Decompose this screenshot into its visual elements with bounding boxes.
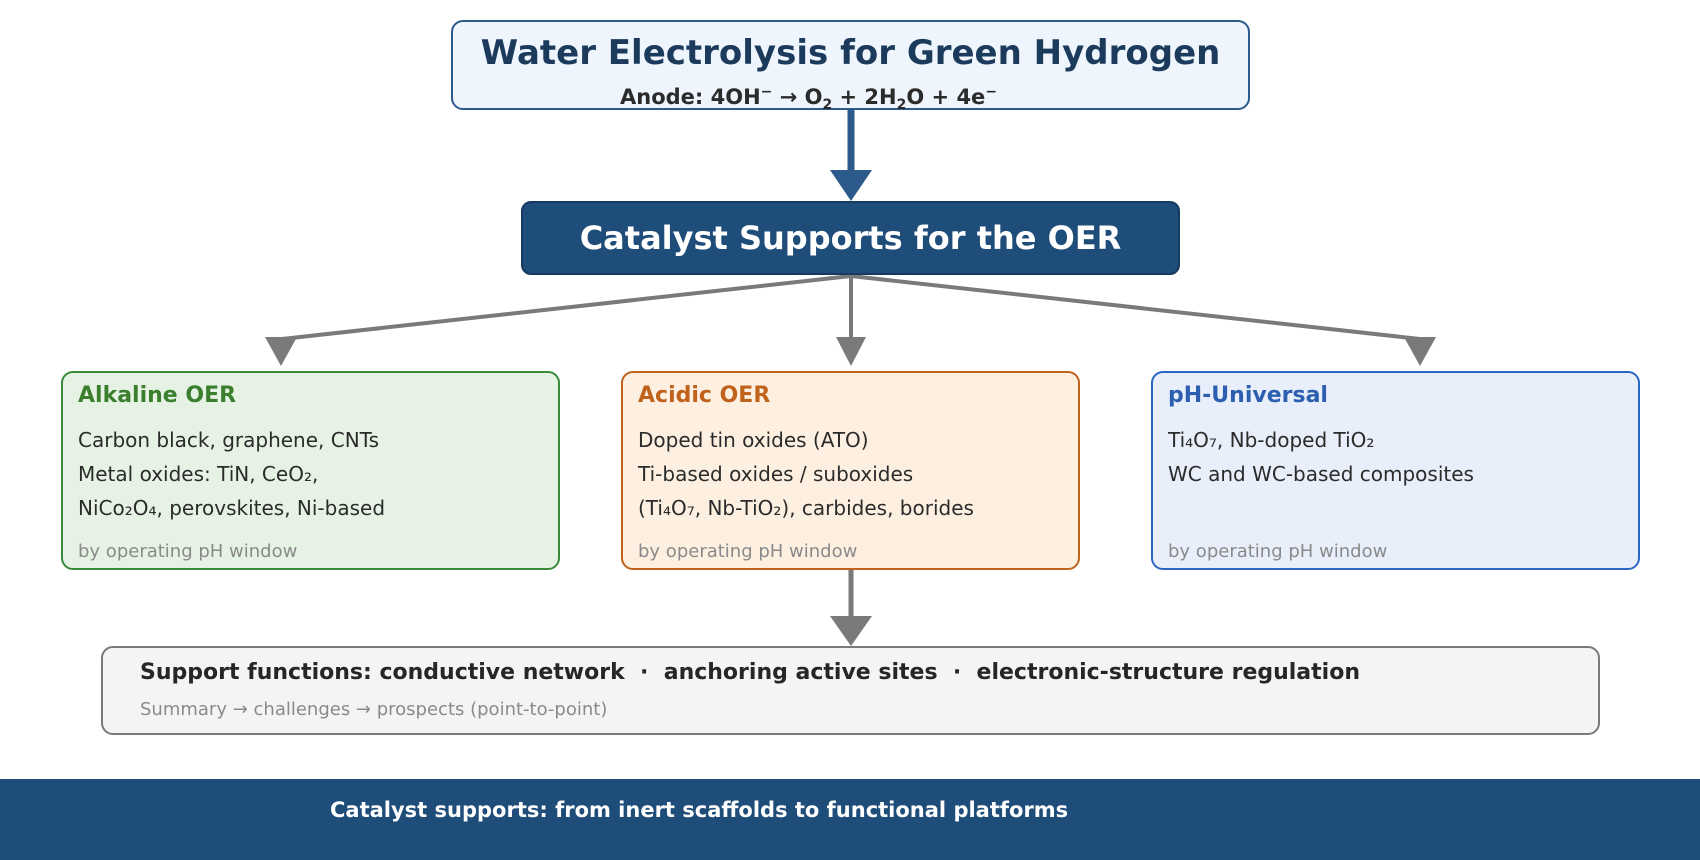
footer-text: Catalyst supports: from inert scaffolds …: [330, 798, 1069, 822]
category-ph-universal: [1151, 371, 1640, 570]
arrowhead-main: [830, 170, 872, 201]
footer-banner: [0, 779, 1700, 860]
category-line: WC and WC-based composites: [1168, 462, 1474, 486]
category-line: Ti-based oxides / suboxides: [638, 462, 914, 486]
category-footer: by operating pH window: [78, 541, 298, 562]
category-line: Doped tin oxides (ATO): [638, 428, 869, 452]
arrowhead-acidic: [836, 337, 866, 366]
category-line: Carbon black, graphene, CNTs: [78, 428, 380, 452]
arrowhead-functions: [830, 616, 872, 646]
top-box: [451, 20, 1250, 110]
arrowhead-alkaline: [265, 337, 297, 366]
support-functions-title: Support functions: conductive network · …: [140, 660, 1360, 685]
category-acidic: [621, 371, 1080, 570]
support-functions-box: [101, 646, 1600, 735]
catalyst-supports-box: Catalyst Supports for the OER: [521, 201, 1180, 275]
category-title: Acidic OER: [638, 383, 771, 408]
category-line: Ti₄O₇, Nb-doped TiO₂: [1168, 428, 1375, 452]
category-title: Alkaline OER: [78, 383, 237, 408]
arrowhead-ph-universal: [1404, 337, 1436, 366]
anode-reaction: Anode: 4OH− → O2 + 2H2O + 4e−: [620, 84, 998, 114]
arrow-main-to-alkaline: [281, 274, 852, 341]
category-line: Metal oxides: TiN, CeO₂,: [78, 462, 319, 486]
category-title: pH-Universal: [1168, 383, 1328, 408]
category-line: NiCo₂O₄, perovskites, Ni-based: [78, 496, 386, 520]
category-alkaline: [61, 371, 560, 570]
arrow-main-to-ph-universal: [850, 274, 1421, 341]
top-title: Water Electrolysis for Green Hydrogen: [480, 33, 1221, 73]
category-line: (Ti₄O₇, Nb-TiO₂), carbides, borides: [638, 496, 974, 520]
category-footer: by operating pH window: [1168, 541, 1388, 562]
category-footer: by operating pH window: [638, 541, 858, 562]
support-functions-subtitle: Summary → challenges → prospects (point-…: [140, 699, 608, 720]
